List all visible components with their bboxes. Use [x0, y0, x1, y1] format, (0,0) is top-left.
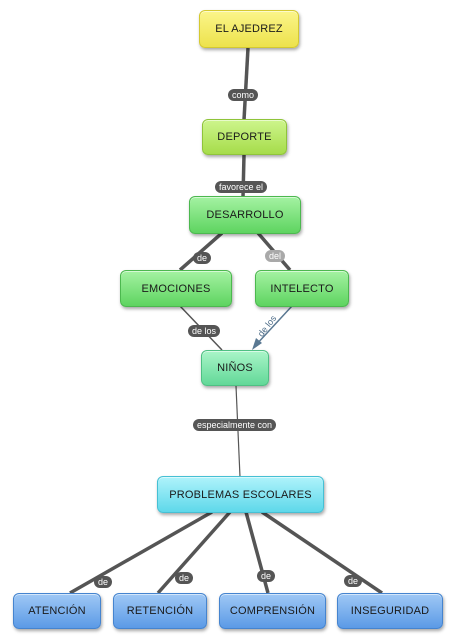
- link-label-especialmente: especialmente con: [193, 419, 277, 431]
- concept-node-problemas-escolares[interactable]: PROBLEMAS ESCOLARES: [157, 476, 324, 513]
- concept-node-atencion[interactable]: ATENCIÓN: [13, 593, 101, 629]
- link-label-de-retencion: de: [175, 572, 194, 584]
- concept-node-ninos[interactable]: NIÑOS: [201, 350, 269, 386]
- concept-node-deporte[interactable]: DEPORTE: [202, 119, 287, 155]
- concept-node-desarrollo[interactable]: DESARROLLO: [189, 196, 301, 234]
- concept-node-inseguridad[interactable]: INSEGURIDAD: [337, 593, 443, 629]
- edge-problemas-retencion: [156, 510, 232, 595]
- link-label-del-intelecto: del: [265, 250, 286, 262]
- link-label-de-emociones: de: [193, 252, 212, 264]
- concept-node-retencion[interactable]: RETENCIÓN: [113, 593, 207, 629]
- concept-node-el-ajedrez[interactable]: EL AJEDREZ: [199, 10, 299, 48]
- edge-ninos-problemas: [235, 385, 241, 478]
- edge-intelecto-ninos: [254, 305, 293, 347]
- concept-node-intelecto[interactable]: INTELECTO: [255, 270, 349, 307]
- edge-problemas-atencion: [69, 510, 213, 595]
- link-label-de-comprension: de: [257, 570, 276, 582]
- edge-problemas-inseguridad: [261, 510, 383, 595]
- link-label-de-inseguridad: de: [344, 575, 363, 587]
- link-label-favorece: favorece el: [215, 181, 268, 193]
- edge-desarrollo-emociones: [178, 231, 224, 272]
- concept-node-comprension[interactable]: COMPRENSIÓN: [219, 593, 326, 629]
- link-label-como: como: [228, 89, 259, 101]
- edge-ajedrez-deporte: [242, 47, 250, 121]
- arrowhead-ninos: [252, 338, 262, 350]
- link-label-de-atencion: de: [94, 576, 113, 588]
- link-label-de-los-emociones: de los: [188, 325, 221, 337]
- concept-node-emociones[interactable]: EMOCIONES: [120, 270, 232, 307]
